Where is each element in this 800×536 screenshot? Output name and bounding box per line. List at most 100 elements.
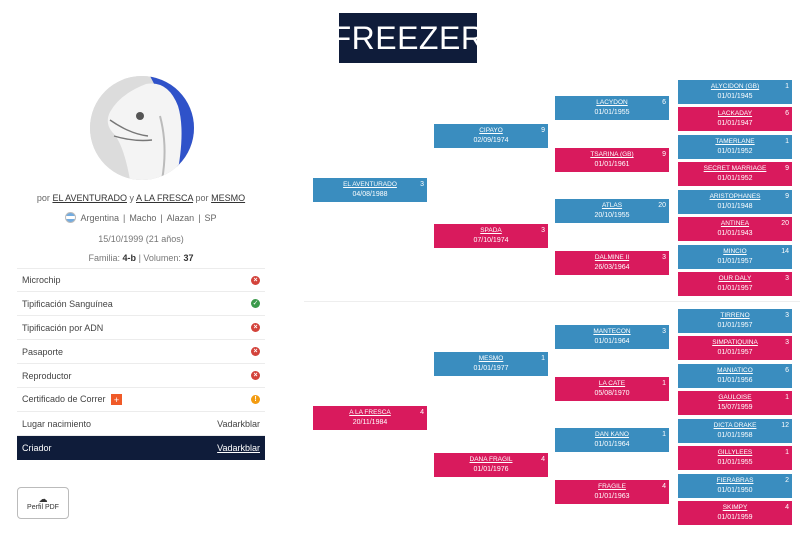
ancestor-name-link[interactable]: SECRET MARRIAGE bbox=[703, 165, 767, 172]
prop-label: Criador bbox=[22, 443, 52, 453]
ancestor-name-link[interactable]: ANTINEA bbox=[720, 220, 750, 227]
ancestor-name-link[interactable]: LACKADAY bbox=[717, 110, 753, 117]
horse-head-icon bbox=[90, 76, 194, 180]
ancestor-family-number: 2 bbox=[785, 477, 789, 484]
breeder-link[interactable]: Vadarkblar bbox=[217, 443, 260, 453]
ancestor-name-link[interactable]: A LA FRESCA bbox=[349, 409, 391, 416]
ancestor-name-link[interactable]: SIMPATIQUINA bbox=[712, 339, 758, 346]
prop-microchip: Microchip × bbox=[17, 268, 265, 292]
ancestor-name-link[interactable]: MINCIO bbox=[723, 248, 747, 255]
ancestor-name-link[interactable]: SKIMPY bbox=[722, 504, 748, 511]
ancestor-name-link[interactable]: SPADA bbox=[480, 227, 502, 234]
ancestor-name-link[interactable]: TAMERLANE bbox=[715, 138, 755, 145]
ancestor-name-link[interactable]: MESMO bbox=[478, 355, 504, 362]
ancestor-birth-date: 01/01/1959 bbox=[717, 514, 753, 521]
ancestor-birth-date: 01/01/1958 bbox=[717, 432, 753, 439]
ancestor-name-link[interactable]: GAULOISE bbox=[718, 394, 752, 401]
ancestor-name-link[interactable]: DICTA DRAKE bbox=[713, 422, 757, 429]
sex-text: Macho bbox=[129, 212, 157, 223]
ancestor-name-link[interactable]: GILLYLEES bbox=[717, 449, 753, 456]
ancestor-birth-date: 04/08/1988 bbox=[352, 191, 388, 198]
ancestor-name-link[interactable]: TSARINA (GB) bbox=[590, 151, 634, 158]
dam-sire-link[interactable]: MESMO bbox=[211, 193, 246, 203]
ancestor-name-link[interactable]: LA CATE bbox=[598, 380, 626, 387]
ancestor-family-number: 9 bbox=[785, 165, 789, 172]
ancestor-name-link[interactable]: LACYDON bbox=[596, 99, 628, 106]
volume-label: | Volumen: bbox=[138, 253, 181, 263]
cross-icon: × bbox=[251, 323, 260, 332]
ancestor-name-link[interactable]: MANTECON bbox=[593, 328, 631, 335]
ancestor-family-number: 1 bbox=[785, 138, 789, 145]
ancestor-family-number: 4 bbox=[420, 409, 424, 416]
ancestor-birth-date: 01/01/1957 bbox=[717, 258, 753, 265]
ancestor-name-link[interactable]: DAN KANO bbox=[595, 431, 629, 438]
prop-blood-typing: Tipificación Sanguínea ✓ bbox=[17, 292, 265, 316]
ancestor-name-link[interactable]: CIPAYO bbox=[479, 127, 503, 134]
ancestor-name-link[interactable]: ALYCIDON (GB) bbox=[710, 83, 760, 90]
ancestor-name-link[interactable]: TIRRENO bbox=[720, 312, 750, 319]
pedigree-card[interactable]: DICTA DRAKE 01/01/1958 12 bbox=[678, 419, 792, 443]
ancestor-family-number: 3 bbox=[662, 254, 666, 261]
ancestor-family-number: 12 bbox=[781, 422, 789, 429]
sire-link[interactable]: EL AVENTURADO bbox=[52, 193, 127, 203]
ancestor-birth-date: 01/01/1943 bbox=[717, 230, 753, 237]
ancestor-name-link[interactable]: FIERABRAS bbox=[716, 477, 754, 484]
ancestor-name-link[interactable]: OUR DALY bbox=[718, 275, 752, 282]
ancestor-name-link[interactable]: EL AVENTURADO bbox=[343, 181, 397, 188]
ancestor-birth-date: 01/01/1976 bbox=[473, 466, 509, 473]
dam-link[interactable]: A LA FRESCA bbox=[136, 193, 194, 203]
add-certificate-button[interactable]: + bbox=[111, 394, 123, 406]
ancestor-family-number: 1 bbox=[541, 355, 545, 362]
ancestor-name-link[interactable]: FRAGILE bbox=[598, 483, 626, 490]
prop-dna-typing: Tipificación por ADN × bbox=[17, 316, 265, 340]
ancestor-birth-date: 01/01/1957 bbox=[717, 285, 753, 292]
prop-racing-certificate: Certificado de Correr + ! bbox=[17, 388, 265, 412]
pedigree-card[interactable]: DANA FRAGIL 01/01/1976 4 bbox=[434, 453, 548, 477]
ancestor-name-link[interactable]: DALMINE II bbox=[594, 254, 630, 261]
ancestor-name-link[interactable]: ATLAS bbox=[601, 202, 623, 209]
pdf-profile-button[interactable]: ☁ Perfil PDF bbox=[17, 487, 69, 519]
ancestor-name-link[interactable]: MANIATICO bbox=[717, 367, 753, 374]
family-label: Familia: bbox=[88, 253, 121, 263]
prop-breeder: Criador Vadarkblar bbox=[17, 436, 265, 460]
ancestor-name-link[interactable]: DANA FRAGIL bbox=[469, 456, 513, 463]
ancestor-name-link[interactable]: ARISTOPHANES bbox=[709, 193, 761, 200]
pedigree-card[interactable]: ANTINEA 01/01/1943 20 bbox=[678, 217, 792, 241]
ancestor-family-number: 4 bbox=[541, 456, 545, 463]
ancestor-birth-date: 01/01/1964 bbox=[594, 338, 630, 345]
prop-label: Lugar nacimiento bbox=[22, 418, 92, 429]
ancestor-family-number: 9 bbox=[541, 127, 545, 134]
ancestor-family-number: 20 bbox=[781, 220, 789, 227]
code-text: SP bbox=[204, 212, 217, 223]
ancestor-birth-date: 01/01/1961 bbox=[594, 161, 630, 168]
ancestor-birth-date: 15/07/1959 bbox=[717, 404, 753, 411]
ancestor-birth-date: 01/01/1947 bbox=[717, 120, 753, 127]
